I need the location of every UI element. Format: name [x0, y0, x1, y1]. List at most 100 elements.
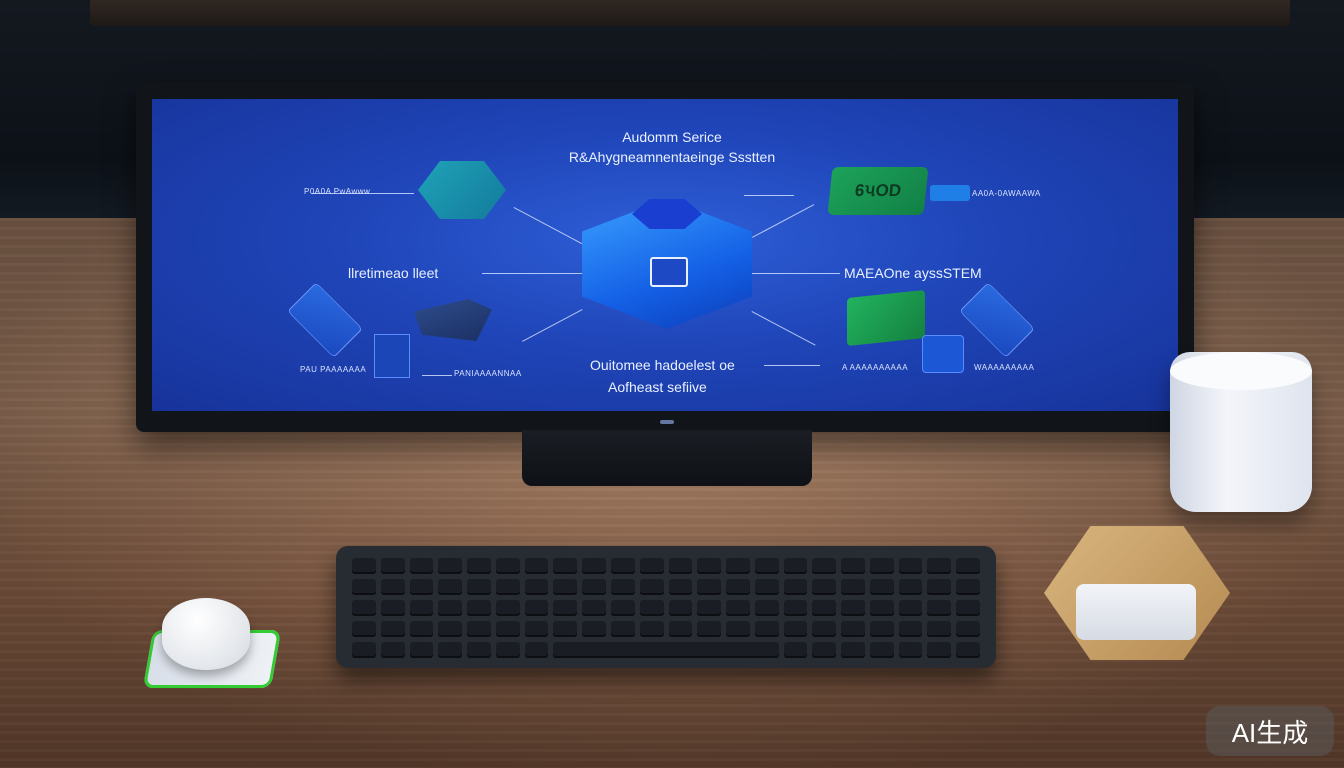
keyboard-key[interactable]	[352, 642, 376, 658]
keyboard-key[interactable]	[927, 621, 952, 637]
keyboard-key[interactable]	[467, 621, 491, 637]
keyboard-key[interactable]	[812, 600, 837, 616]
keyboard-key[interactable]	[927, 642, 952, 658]
keyboard-key[interactable]	[495, 621, 520, 637]
keyboard-key[interactable]	[898, 642, 923, 658]
keyboard-key[interactable]	[639, 600, 664, 616]
keyboard-key[interactable]	[380, 558, 405, 574]
keyboard-key[interactable]	[409, 621, 434, 637]
keyboard-key[interactable]	[841, 642, 865, 658]
keyboard-key[interactable]	[438, 621, 463, 637]
keyboard-key[interactable]	[380, 642, 405, 658]
keyboard-key[interactable]	[697, 558, 722, 574]
keyboard-key[interactable]	[754, 579, 779, 595]
keyboard-key[interactable]	[812, 558, 837, 574]
keyboard-key[interactable]	[697, 579, 722, 595]
keyboard-key[interactable]	[898, 579, 923, 595]
keyboard-key[interactable]	[639, 558, 664, 574]
keyboard-key[interactable]	[553, 558, 578, 574]
keyboard-key[interactable]	[869, 642, 894, 658]
keyboard-key[interactable]	[956, 600, 980, 616]
keyboard-keys[interactable]	[352, 558, 980, 658]
keyboard-key[interactable]	[582, 558, 606, 574]
keyboard-key[interactable]	[956, 642, 980, 658]
keyboard-key[interactable]	[841, 558, 865, 574]
keyboard-key[interactable]	[409, 600, 434, 616]
keyboard-key[interactable]	[495, 558, 520, 574]
keyboard-key[interactable]	[610, 600, 635, 616]
keyboard-key[interactable]	[524, 642, 549, 658]
keyboard-key[interactable]	[812, 579, 837, 595]
keyboard-key[interactable]	[927, 558, 952, 574]
keyboard-key[interactable]	[524, 579, 549, 595]
keyboard-key[interactable]	[553, 621, 578, 637]
keyboard-key[interactable]	[380, 621, 405, 637]
keyboard-key[interactable]	[582, 600, 606, 616]
keyboard-key[interactable]	[697, 621, 722, 637]
keyboard-key[interactable]	[495, 579, 520, 595]
keyboard-key[interactable]	[582, 621, 606, 637]
keyboard-key[interactable]	[438, 558, 463, 574]
keyboard-key[interactable]	[812, 642, 837, 658]
keyboard-key[interactable]	[726, 579, 750, 595]
keyboard-key[interactable]	[783, 558, 808, 574]
keyboard-key[interactable]	[610, 579, 635, 595]
keyboard-key[interactable]	[380, 600, 405, 616]
keyboard-key[interactable]	[438, 642, 463, 658]
keyboard-key[interactable]	[956, 579, 980, 595]
keyboard-key[interactable]	[927, 600, 952, 616]
keyboard-key[interactable]	[668, 558, 693, 574]
keyboard-key[interactable]	[726, 558, 750, 574]
keyboard-key[interactable]	[927, 579, 952, 595]
keyboard-key[interactable]	[467, 642, 491, 658]
keyboard-key[interactable]	[495, 600, 520, 616]
keyboard-key[interactable]	[524, 621, 549, 637]
keyboard-key[interactable]	[697, 600, 722, 616]
keyboard-key[interactable]	[524, 558, 549, 574]
keyboard-key[interactable]	[409, 558, 434, 574]
keyboard-key[interactable]	[352, 579, 376, 595]
keyboard-key[interactable]	[898, 600, 923, 616]
keyboard-key[interactable]	[783, 621, 808, 637]
keyboard-key[interactable]	[668, 621, 693, 637]
keyboard-key[interactable]	[783, 600, 808, 616]
keyboard-key[interactable]	[754, 621, 779, 637]
keyboard-key[interactable]	[352, 600, 376, 616]
keyboard-key[interactable]	[783, 579, 808, 595]
keyboard-key[interactable]	[898, 558, 923, 574]
keyboard-key[interactable]	[438, 600, 463, 616]
keyboard-key[interactable]	[610, 621, 635, 637]
keyboard-key[interactable]	[783, 642, 808, 658]
keyboard-key[interactable]	[467, 600, 491, 616]
keyboard-key[interactable]	[610, 558, 635, 574]
keyboard-key[interactable]	[726, 600, 750, 616]
keyboard-key[interactable]	[639, 621, 664, 637]
keyboard-key[interactable]	[352, 621, 376, 637]
keyboard-key[interactable]	[668, 579, 693, 595]
keyboard-key[interactable]	[726, 621, 750, 637]
keyboard-key[interactable]	[495, 642, 520, 658]
keyboard-key[interactable]	[956, 558, 980, 574]
keyboard-key[interactable]	[754, 600, 779, 616]
keyboard-key[interactable]	[553, 579, 578, 595]
keyboard-key[interactable]	[869, 621, 894, 637]
keyboard-key[interactable]	[467, 579, 491, 595]
keyboard-key[interactable]	[869, 600, 894, 616]
keyboard-key[interactable]	[467, 558, 491, 574]
keyboard-key[interactable]	[956, 621, 980, 637]
keyboard-key[interactable]	[841, 579, 865, 595]
keyboard-key[interactable]	[380, 579, 405, 595]
keyboard-key[interactable]	[898, 621, 923, 637]
keyboard-key[interactable]	[352, 558, 376, 574]
keyboard-key[interactable]	[841, 621, 865, 637]
keyboard-key[interactable]	[639, 579, 664, 595]
keyboard-key[interactable]	[812, 621, 837, 637]
space-key[interactable]	[553, 642, 779, 658]
keyboard-key[interactable]	[582, 579, 606, 595]
keyboard-key[interactable]	[438, 579, 463, 595]
keyboard-key[interactable]	[668, 600, 693, 616]
keyboard-key[interactable]	[524, 600, 549, 616]
keyboard-key[interactable]	[553, 600, 578, 616]
keyboard-key[interactable]	[409, 642, 434, 658]
keyboard-key[interactable]	[754, 558, 779, 574]
